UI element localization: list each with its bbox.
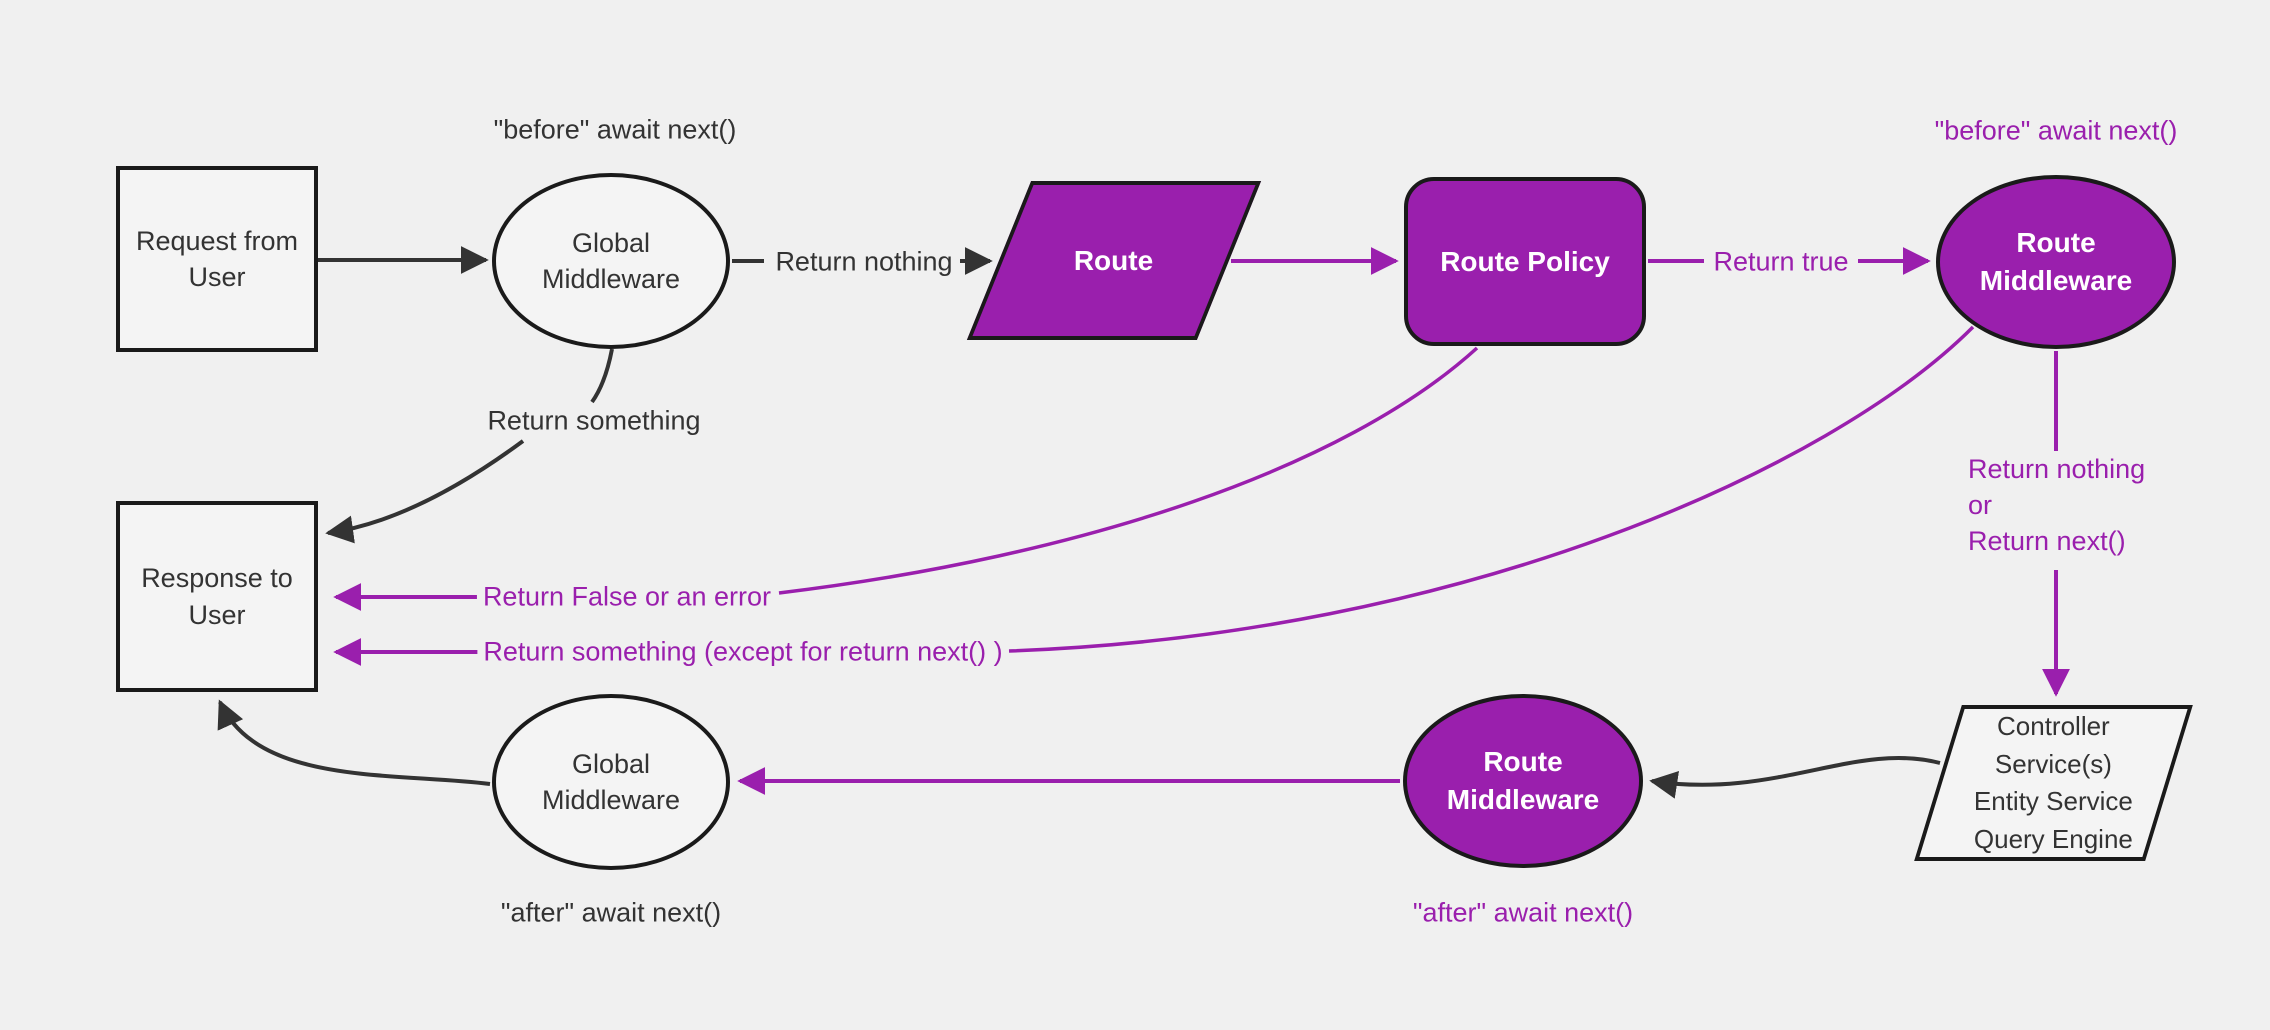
node-route-policy: Route Policy [1404, 177, 1646, 346]
edge-label-line: or [1968, 490, 1993, 520]
node-label: Route Middleware [1979, 227, 2133, 296]
controller-line: Query Engine [1974, 823, 2133, 854]
node-global-middleware-top: Global Middleware [492, 173, 730, 349]
annotation-after-await-route: "after" await next() [1406, 895, 1640, 931]
node-label: Response to User [141, 563, 293, 630]
node-request-from-user: Request from User [116, 166, 318, 352]
edge-label-return-nothing: Return nothing [769, 244, 959, 280]
edge-label-return-true: Return true [1707, 244, 1855, 280]
node-route-middleware-top: Route Middleware [1936, 175, 2176, 349]
annotation-before-await-global: "before" await next() [487, 112, 743, 148]
node-label: Route Middleware [1446, 746, 1600, 815]
edge-label-return-nothing-or-next: Return nothing or Return next() [1964, 451, 2150, 559]
node-label: Global Middleware [541, 227, 681, 294]
edge-global-bottom-to-response [217, 699, 491, 786]
node-label: Controller Service(s) Entity Service Que… [1974, 708, 2133, 859]
node-controller-services: Controller Service(s) Entity Service Que… [1914, 705, 2193, 861]
node-response-to-user: Response to User [116, 501, 318, 692]
edge-middleware-to-response-curve [1008, 325, 1975, 653]
node-label: Request from User [135, 225, 299, 292]
edge-label-line: Return nothing [1968, 454, 2146, 484]
edge-policy-to-response-curve [778, 346, 1479, 595]
edge-global-to-response-stub [590, 348, 614, 404]
edge-label-line: Return next() [1968, 526, 2126, 556]
node-label: Route [1074, 244, 1154, 276]
node-label: Global Middleware [541, 748, 681, 815]
annotation-after-await-global: "after" await next() [494, 895, 728, 931]
edge-label-return-something-except: Return something (except for return next… [477, 634, 1009, 670]
annotation-before-await-route: "before" await next() [1928, 113, 2184, 149]
edge-label-return-false: Return False or an error [476, 579, 778, 615]
edge-controller-to-middleware-bottom [1649, 756, 1941, 799]
node-global-middleware-bottom: Global Middleware [492, 694, 730, 870]
controller-line: Service(s) [1994, 748, 2112, 779]
node-route-middleware-bottom: Route Middleware [1403, 694, 1643, 868]
controller-line: Entity Service [1974, 786, 2133, 816]
node-label: Route Policy [1440, 245, 1610, 277]
controller-line: Controller [1997, 710, 2110, 741]
edge-global-to-response [325, 439, 525, 544]
edge-label-return-something: Return something [481, 403, 707, 439]
